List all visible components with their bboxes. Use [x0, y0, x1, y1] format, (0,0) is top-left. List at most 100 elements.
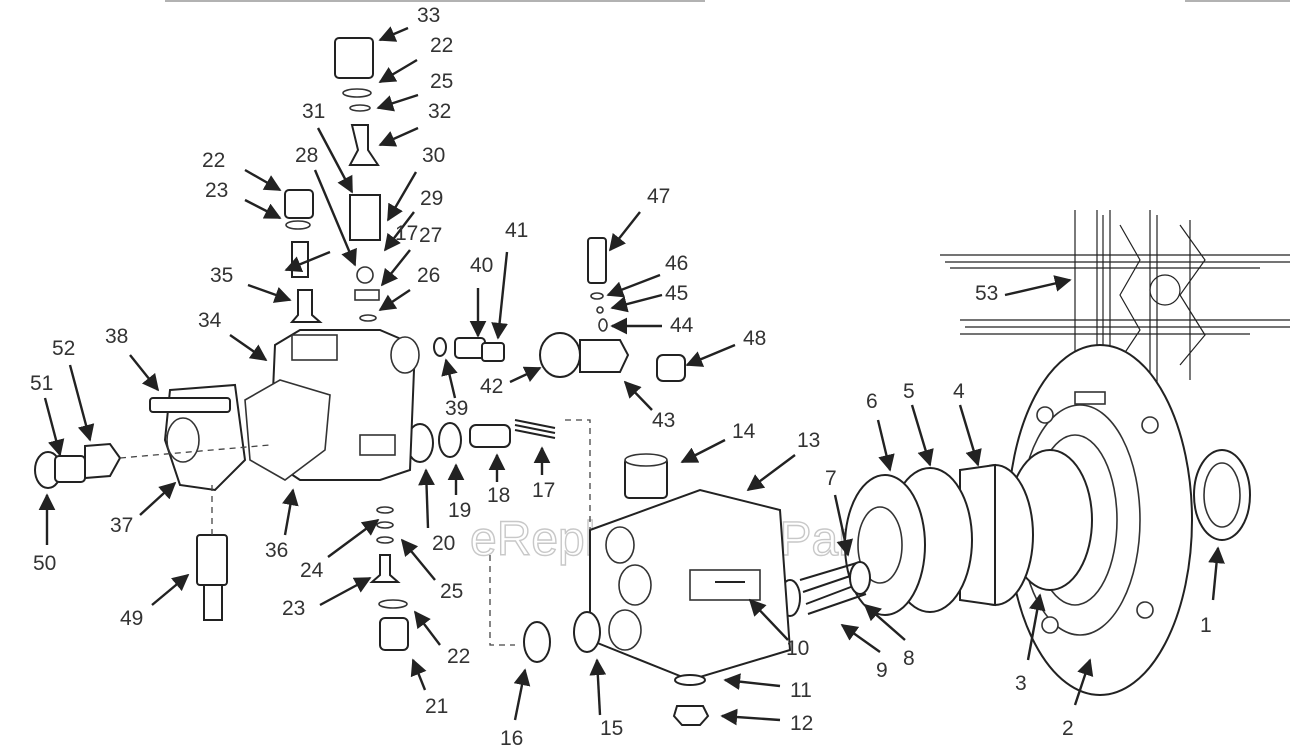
callout-arrow-42	[509, 366, 542, 384]
callout-arrow-2	[1073, 658, 1094, 706]
callout-arrow-22	[244, 168, 282, 192]
callout-arrow-26	[378, 289, 411, 311]
callout-label-23: 23	[282, 597, 305, 620]
callout-label-3: 3	[1015, 672, 1027, 695]
part-12-plug	[672, 705, 710, 726]
callout-arrow-27	[380, 249, 411, 287]
part-50-52-quick-connect	[34, 442, 122, 489]
callout-arrow-14	[680, 438, 726, 464]
callout-label-22: 22	[430, 34, 453, 57]
callout-arrow-47	[608, 211, 641, 252]
part-22-33-upper-valve	[334, 37, 381, 322]
callout-arrow-25	[400, 538, 436, 581]
callout-arrow-8	[863, 603, 906, 641]
callout-label-10: 10	[786, 637, 809, 660]
callout-arrow-39	[441, 358, 458, 399]
callout-label-25: 25	[440, 580, 463, 603]
callout-arrow-21	[410, 658, 427, 691]
callout-label-53: 53	[975, 282, 998, 305]
callout-label-52: 52	[52, 337, 75, 360]
callout-label-6: 6	[866, 390, 878, 413]
callout-arrow-6	[876, 419, 895, 472]
callout-label-45: 45	[665, 282, 688, 305]
callout-arrow-45	[610, 293, 663, 313]
callout-arrow-15	[589, 658, 607, 716]
callout-label-7: 7	[825, 467, 837, 490]
callout-label-23: 23	[205, 179, 228, 202]
callout-label-33: 33	[417, 4, 440, 27]
callout-label-42: 42	[480, 375, 503, 398]
callout-label-46: 46	[665, 252, 688, 275]
callout-label-19: 19	[448, 499, 471, 522]
callout-arrow-51	[43, 397, 65, 457]
part-drawings	[34, 37, 1290, 726]
callout-arrow-34	[229, 334, 268, 361]
callout-label-39: 39	[445, 397, 468, 420]
part-48-plug	[656, 354, 686, 382]
callout-arrow-16	[513, 668, 531, 721]
callout-arrow-49	[151, 573, 190, 606]
callout-arrow-3	[1026, 593, 1046, 661]
callout-label-14: 14	[732, 420, 756, 443]
callout-label-15: 15	[600, 717, 623, 740]
part-7-8-9-piston-spring	[779, 561, 871, 617]
callout-arrow-32	[378, 126, 419, 147]
callout-arrow-11	[723, 673, 781, 690]
callout-label-18: 18	[487, 484, 510, 507]
part-21-25-lower-valve	[369, 506, 409, 651]
callout-arrow-46	[606, 273, 661, 298]
callout-arrow-33	[378, 26, 409, 42]
callout-label-9: 9	[876, 659, 888, 682]
part-1-seal	[1193, 449, 1251, 541]
callout-label-30: 30	[422, 144, 445, 167]
callout-arrow-25	[376, 93, 419, 112]
callout-arrow-30	[386, 171, 418, 222]
part-16-seal	[523, 621, 551, 663]
callout-arrow-37	[139, 481, 177, 516]
callout-arrow-31	[316, 127, 354, 194]
callout-label-2: 2	[1062, 717, 1074, 740]
callout-arrow-28	[313, 169, 357, 267]
assembly-axis-line	[119, 444, 271, 459]
callout-label-5: 5	[903, 380, 915, 403]
callout-arrow-17	[284, 250, 331, 273]
part-15-seal	[573, 611, 601, 653]
assembly-axis-line-lower	[489, 555, 515, 646]
callout-label-37: 37	[110, 514, 133, 537]
callout-label-29: 29	[420, 187, 443, 210]
callout-label-1: 1	[1200, 614, 1212, 637]
callout-label-51: 51	[30, 372, 53, 395]
callout-arrow-20	[418, 468, 435, 529]
callout-arrow-38	[129, 354, 160, 392]
callout-arrow-10	[748, 598, 789, 641]
callout-arrow-9	[840, 624, 881, 653]
callout-label-32: 32	[428, 100, 451, 123]
callout-arrow-23	[244, 198, 282, 220]
callout-label-21: 21	[425, 695, 448, 718]
callout-arrow-12	[720, 708, 781, 726]
callout-label-41: 41	[505, 219, 528, 242]
callout-arrow-53	[1004, 275, 1072, 297]
callout-labels: 1234567891011121314151617171819202122222…	[30, 4, 1212, 750]
callout-arrow-13	[746, 454, 796, 492]
assembly-axis-line-right	[565, 419, 591, 530]
callout-label-43: 43	[652, 409, 675, 432]
callout-label-35: 35	[210, 264, 233, 287]
callout-label-34: 34	[198, 309, 222, 332]
callout-arrow-36	[282, 488, 299, 536]
callout-label-24: 24	[300, 559, 324, 582]
callout-arrow-35	[247, 283, 292, 303]
callout-label-20: 20	[432, 532, 455, 555]
callout-arrows	[38, 26, 1225, 726]
callout-label-36: 36	[265, 539, 288, 562]
callout-label-40: 40	[470, 254, 493, 277]
callout-label-48: 48	[743, 327, 766, 350]
part-11-washer	[674, 674, 706, 686]
callout-arrow-5	[910, 404, 934, 467]
callout-label-28: 28	[295, 144, 318, 167]
callout-label-50: 50	[33, 552, 56, 575]
callout-label-44: 44	[670, 314, 694, 337]
callout-arrow-4	[958, 404, 982, 467]
callout-label-27: 27	[419, 224, 442, 247]
